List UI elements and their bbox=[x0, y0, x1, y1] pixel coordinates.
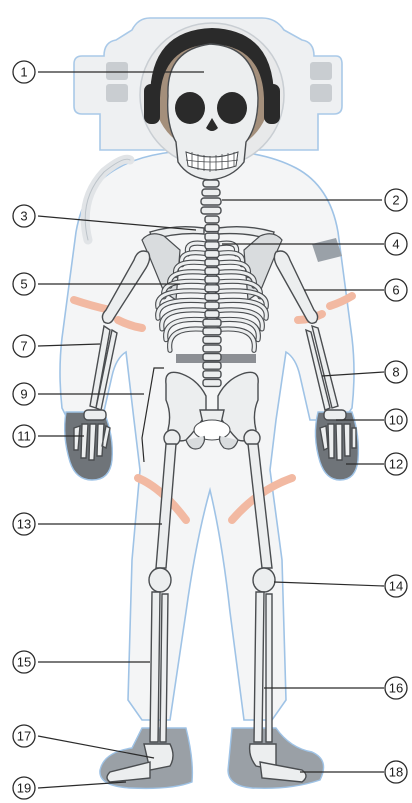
callout-18-label: 18 bbox=[389, 765, 403, 780]
vertebra-5 bbox=[205, 250, 219, 257]
vertebra-4 bbox=[205, 242, 219, 249]
callout-13: 13 bbox=[13, 513, 35, 535]
callout-7: 7 bbox=[13, 335, 35, 357]
skull bbox=[168, 44, 258, 180]
callout-12-label: 12 bbox=[389, 457, 403, 472]
callout-5-label: 5 bbox=[20, 277, 27, 292]
vertebra-17 bbox=[203, 354, 221, 361]
callout-4-label: 4 bbox=[392, 237, 399, 252]
callout-3-label: 3 bbox=[20, 209, 27, 224]
callout-9-label: 9 bbox=[20, 387, 27, 402]
vertebra-8 bbox=[205, 276, 219, 283]
callout-7-label: 7 bbox=[20, 339, 27, 354]
callout-8-label: 8 bbox=[392, 365, 399, 380]
callout-6-label: 6 bbox=[392, 283, 399, 298]
callout-13-label: 13 bbox=[17, 517, 31, 532]
callout-14: 14 bbox=[385, 575, 407, 597]
vertebra-13 bbox=[203, 319, 221, 326]
callout-15-label: 15 bbox=[17, 655, 31, 670]
callout-4: 4 bbox=[385, 233, 407, 255]
callout-3: 3 bbox=[13, 205, 35, 227]
callout-15: 15 bbox=[13, 651, 35, 673]
callout-19-label: 19 bbox=[17, 781, 31, 796]
vertebra-6 bbox=[205, 259, 219, 266]
vertebra-12 bbox=[205, 311, 219, 318]
callout-10: 10 bbox=[385, 409, 407, 431]
callout-2-label: 2 bbox=[392, 193, 399, 208]
vertebra-16 bbox=[203, 345, 221, 352]
vertebra-11 bbox=[205, 302, 219, 309]
vertebra-7 bbox=[205, 268, 219, 275]
callout-10-label: 10 bbox=[389, 413, 403, 428]
callout-11-label: 11 bbox=[17, 429, 31, 444]
callout-9: 9 bbox=[13, 383, 35, 405]
callout-12: 12 bbox=[385, 453, 407, 475]
callout-16: 16 bbox=[385, 677, 407, 699]
callout-8: 8 bbox=[385, 361, 407, 383]
callout-17: 17 bbox=[13, 725, 35, 747]
callout-18: 18 bbox=[385, 761, 407, 783]
callout-6: 6 bbox=[385, 279, 407, 301]
callout-14-label: 14 bbox=[389, 579, 403, 594]
callout-11: 11 bbox=[13, 425, 35, 447]
vertebra-18 bbox=[203, 362, 221, 369]
vertebra-10 bbox=[205, 293, 219, 300]
callout-5: 5 bbox=[13, 273, 35, 295]
vertebra-14 bbox=[203, 328, 221, 335]
vertebra-1 bbox=[205, 216, 219, 223]
callout-17-label: 17 bbox=[17, 729, 31, 744]
callout-1: 1 bbox=[13, 61, 35, 83]
vertebra-2 bbox=[205, 225, 219, 232]
vertebra-15 bbox=[203, 336, 221, 343]
callout-16-label: 16 bbox=[389, 681, 403, 696]
vertebra-20 bbox=[203, 379, 221, 386]
vertebra-3 bbox=[205, 233, 219, 240]
callout-2: 2 bbox=[385, 189, 407, 211]
vertebra-19 bbox=[203, 371, 221, 378]
callout-19: 19 bbox=[13, 777, 35, 799]
callout-1-label: 1 bbox=[20, 65, 27, 80]
vertebra-9 bbox=[205, 285, 219, 292]
